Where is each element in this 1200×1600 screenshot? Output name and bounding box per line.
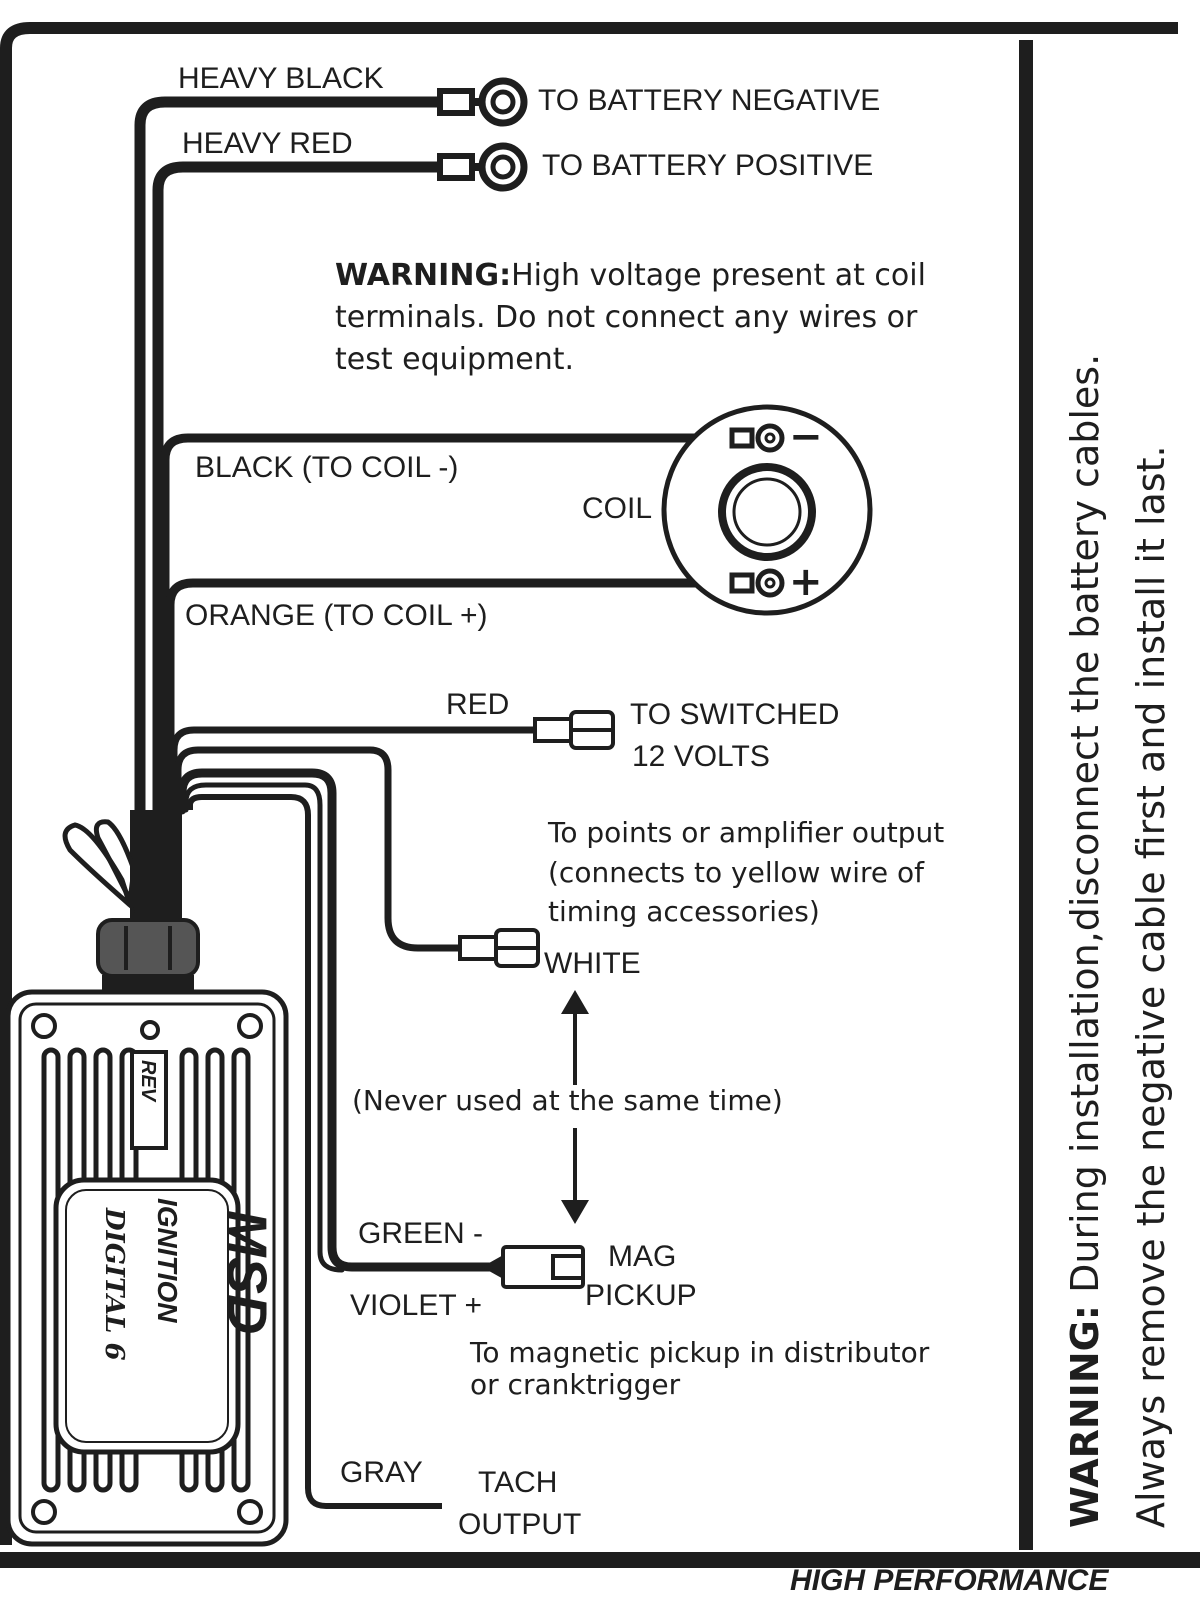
heavy-black-label: HEAVY BLACK [178, 62, 384, 95]
orange-coil-wire-label: ORANGE (TO COIL +) [185, 599, 488, 632]
svg-text:WARNING: During installation,d: WARNING: During installation,disconnect … [1063, 354, 1107, 1528]
coil-warning: WARNING:High voltage present at coil ter… [335, 258, 926, 377]
battery-cables [134, 96, 446, 816]
ignition-brand-text: IGNITION [152, 1198, 183, 1323]
mag-pickup-wires [177, 768, 507, 1273]
coil-warning-line3: test equipment. [335, 342, 574, 377]
side-warning-line1: During installation,disconnect the batte… [1063, 354, 1107, 1305]
battery-negative-label: TO BATTERY NEGATIVE [538, 84, 880, 117]
mag-note-line1: To magnetic pickup in distributor [469, 1336, 930, 1369]
spade-connector-white-icon [458, 928, 540, 968]
msd-ignition-box-icon: REV MSD IGNITION DIGITAL 6 [5, 989, 289, 1547]
svg-text:WARNING:High voltage present a: WARNING:High voltage present at coil [335, 258, 926, 293]
double-arrow-icon [561, 990, 589, 1224]
tach-label-line1: TACH [478, 1466, 557, 1499]
wire-loom [62, 810, 200, 1001]
gray-tach-wire [187, 794, 442, 1509]
ring-terminal-negative-icon [437, 77, 528, 127]
coil-warning-line1: High voltage present at coil [511, 258, 926, 293]
points-note-line2: (connects to yellow wire of [548, 856, 925, 889]
switched-label-line2: 12 VOLTS [632, 740, 770, 773]
red-switched-wire [170, 726, 535, 810]
coil-label: COIL [582, 492, 652, 525]
side-warning: WARNING: During installation,disconnect … [1063, 354, 1173, 1528]
ring-terminal-positive-icon [437, 142, 528, 192]
coil-warning-line2: terminals. Do not connect any wires or [335, 300, 918, 335]
white-points-wire [174, 746, 460, 952]
coil-minus-symbol: − [789, 414, 823, 460]
mag-label-line2: PICKUP [585, 1279, 697, 1312]
mag-label-line1: MAG [608, 1240, 676, 1273]
points-note-line3: timing accessories) [548, 895, 820, 928]
msd-brand-text: MSD [216, 1210, 279, 1334]
frame [0, 22, 1200, 1568]
rev-logo-text: REV [137, 1060, 159, 1103]
white-wire-label: WHITE [544, 947, 641, 980]
black-coil-wire-label: BLACK (TO COIL -) [195, 451, 458, 484]
high-performance-watermark: HIGH PERFORMANCE [790, 1564, 1109, 1597]
coil-negative-terminal-icon [729, 423, 785, 453]
coil-wires [160, 433, 740, 815]
side-warning-line2: Always remove the negative cable first a… [1129, 445, 1173, 1528]
switched-label-line1: TO SWITCHED [630, 698, 839, 731]
violet-wire-label: VIOLET + [350, 1289, 482, 1322]
green-wire-label: GREEN - [358, 1217, 483, 1250]
points-note-line1: To points or amplifier output [547, 816, 944, 849]
tach-label-line2: OUTPUT [458, 1508, 581, 1541]
side-warning-prefix: WARNING: [1063, 1305, 1107, 1528]
coil-plus-symbol: + [789, 559, 823, 605]
coil-icon [661, 404, 873, 616]
battery-positive-label: TO BATTERY POSITIVE [542, 149, 873, 182]
gray-wire-label: GRAY [340, 1456, 423, 1489]
red-wire-label: RED [446, 688, 509, 721]
mag-pickup-connector-icon [481, 1245, 585, 1289]
heavy-red-label: HEAVY RED [182, 127, 353, 160]
digital-6-model-text: DIGITAL 6 [99, 1207, 129, 1361]
coil-warning-prefix: WARNING: [335, 258, 511, 293]
coil-positive-terminal-icon [729, 568, 785, 598]
mag-note-line2: or cranktrigger [470, 1368, 681, 1401]
never-used-note: (Never used at the same time) [352, 1084, 783, 1117]
spade-connector-red-icon [533, 710, 615, 750]
